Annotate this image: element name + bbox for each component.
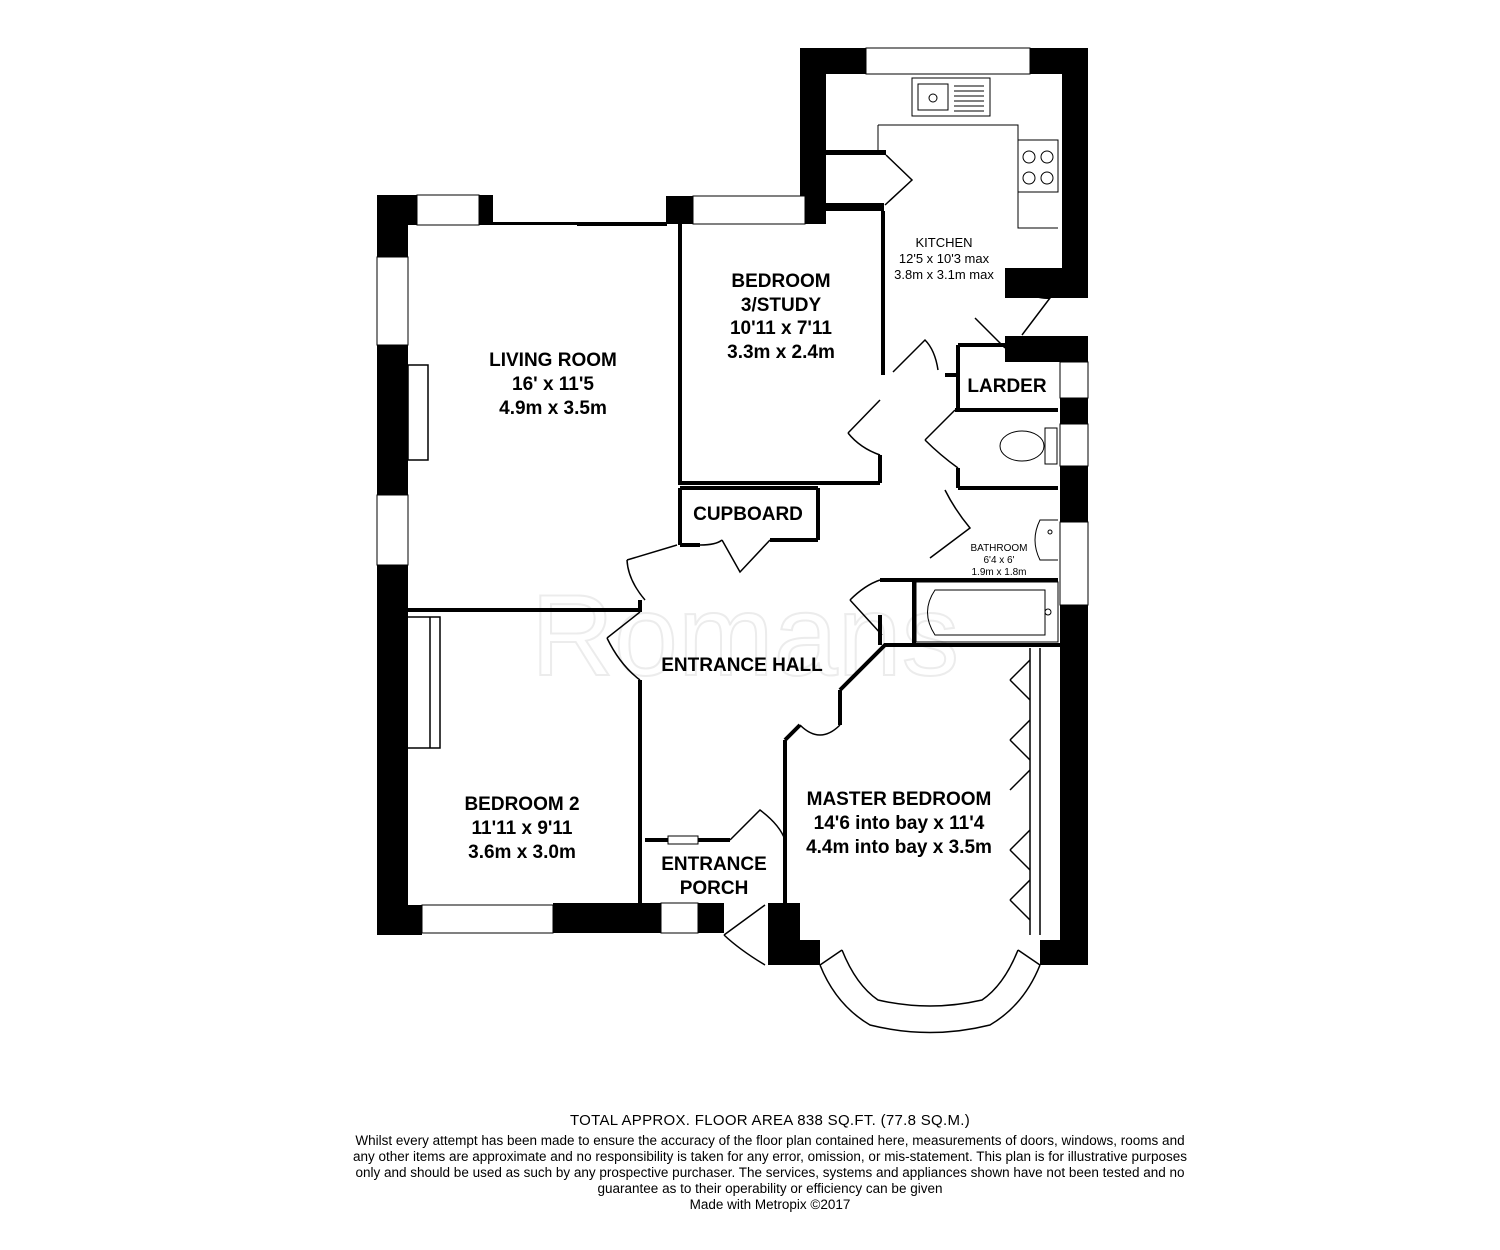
bedroom3-metric: 3.3m x 2.4m	[727, 342, 835, 363]
master-bedroom-imperial: 14'6 into bay x 11'4	[814, 813, 985, 834]
kitchen-name: KITCHEN	[915, 235, 972, 250]
bathroom-imperial: 6'4 x 6'	[983, 555, 1014, 566]
living-room-metric: 4.9m x 3.5m	[499, 398, 607, 419]
bath	[915, 581, 1059, 643]
living-room-imperial: 16' x 11'5	[512, 374, 594, 395]
kitchen-metric: 3.8m x 3.1m max	[894, 267, 994, 282]
floor-plan: Romans	[376, 47, 1089, 1034]
porch-name-line1: ENTRANCE	[661, 854, 767, 875]
cupboard-name: CUPBOARD	[693, 504, 803, 525]
bathroom-metric: 1.9m x 1.8m	[971, 567, 1026, 578]
bedroom2-metric: 3.6m x 3.0m	[468, 842, 576, 863]
footer: TOTAL APPROX. FLOOR AREA 838 SQ.FT. (77.…	[350, 1112, 1190, 1213]
doors	[606, 154, 1052, 966]
entrance-hall-name: ENTRANCE HALL	[661, 655, 823, 676]
wc-toilet	[999, 427, 1058, 465]
bedroom2-name: BEDROOM 2	[464, 794, 579, 815]
bedroom3-name-line1: BEDROOM	[731, 271, 830, 292]
bedroom2-imperial: 11'11 x 9'11	[472, 818, 573, 839]
kitchen-fittings	[877, 77, 1059, 229]
basin	[1034, 519, 1058, 561]
kitchen-imperial: 12'5 x 10'3 max	[899, 251, 990, 266]
walls	[377, 48, 1088, 965]
room-labels: KITCHEN 12'5 x 10'3 max 3.8m x 3.1m max …	[464, 235, 1046, 899]
wardrobes	[408, 616, 1041, 935]
bedroom3-name-line2: 3/STUDY	[741, 295, 822, 316]
master-bedroom-name: MASTER BEDROOM	[807, 789, 992, 810]
total-floor-area: TOTAL APPROX. FLOOR AREA 838 SQ.FT. (77.…	[569, 1112, 971, 1129]
bathroom-name: BATHROOM	[970, 543, 1027, 554]
master-bedroom-metric: 4.4m into bay x 3.5m	[806, 837, 992, 858]
windows	[376, 47, 1089, 934]
fireplace	[407, 364, 429, 461]
credit-text: Made with Metropix ©2017	[689, 1197, 851, 1212]
interior-walls	[408, 211, 1060, 905]
larder-name: LARDER	[967, 376, 1046, 397]
bay-window	[819, 949, 1041, 1034]
disclaimer-text: Whilst every attempt has been made to en…	[352, 1133, 1188, 1196]
bedroom3-imperial: 10'11 x 7'11	[730, 318, 832, 339]
porch-vent	[667, 835, 699, 845]
porch-name-line2: PORCH	[680, 878, 749, 899]
watermark-text: Romans	[531, 572, 959, 700]
living-room-name: LIVING ROOM	[489, 350, 617, 371]
